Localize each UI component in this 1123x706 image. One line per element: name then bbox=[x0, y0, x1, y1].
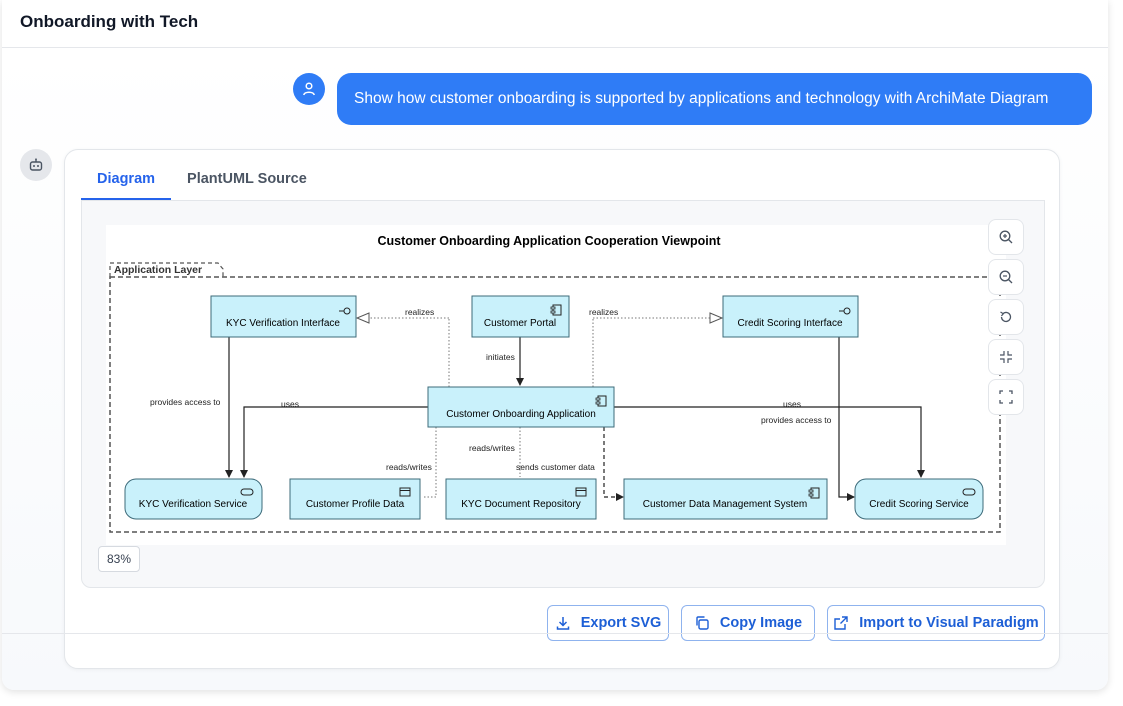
svg-text:KYC Document Repository: KYC Document Repository bbox=[461, 499, 581, 510]
label-provides-left: provides access to bbox=[150, 397, 221, 407]
footer-divider bbox=[2, 633, 1108, 634]
label-provides-right: provides access to bbox=[761, 415, 832, 425]
label-uses-left: uses bbox=[281, 399, 299, 409]
element-kyc-document-repository[interactable]: KYC Document Repository bbox=[445, 478, 597, 520]
fullscreen-button[interactable] bbox=[988, 379, 1024, 415]
label-uses-right: uses bbox=[783, 399, 801, 409]
zoom-out-icon bbox=[999, 270, 1013, 284]
diagram-panel: Customer Onboarding Application Cooperat… bbox=[81, 200, 1045, 588]
conversation-title: Onboarding with Tech bbox=[2, 0, 1108, 48]
svg-text:KYC Verification Interface: KYC Verification Interface bbox=[226, 318, 340, 329]
relation-uses-left bbox=[240, 406, 428, 478]
zoom-level-badge: 83% bbox=[98, 546, 140, 572]
svg-text:KYC Verification Service: KYC Verification Service bbox=[139, 499, 248, 510]
zoom-out-button[interactable] bbox=[988, 259, 1024, 295]
copy-image-button[interactable]: Copy Image bbox=[681, 605, 815, 641]
tab-plantuml-source[interactable]: PlantUML Source bbox=[187, 171, 307, 187]
svg-text:Credit Scoring Interface: Credit Scoring Interface bbox=[737, 318, 842, 329]
svg-text:Credit Scoring Service: Credit Scoring Service bbox=[869, 499, 969, 510]
svg-text:Customer Data Management Syste: Customer Data Management System bbox=[643, 499, 808, 510]
reset-icon bbox=[1000, 311, 1012, 323]
import-visual-paradigm-label: Import to Visual Paradigm bbox=[859, 615, 1039, 631]
relation-provides-right bbox=[838, 337, 855, 501]
svg-text:Customer Portal: Customer Portal bbox=[484, 318, 556, 329]
tab-diagram[interactable]: Diagram bbox=[81, 164, 172, 200]
label-reads-writes-2: reads/writes bbox=[469, 443, 515, 453]
reset-view-button[interactable] bbox=[988, 299, 1024, 335]
element-credit-scoring-service[interactable]: Credit Scoring Service bbox=[854, 478, 984, 520]
diagram-title: Customer Onboarding Application Cooperat… bbox=[377, 234, 721, 248]
label-initiates: initiates bbox=[486, 352, 515, 362]
application-layer-tab bbox=[109, 262, 224, 277]
element-customer-data-management-system[interactable]: Customer Data Management System bbox=[623, 478, 828, 520]
chat-area: Show how customer onboarding is supporte… bbox=[2, 48, 1108, 690]
label-sends-data: sends customer data bbox=[516, 462, 595, 472]
svg-text:Customer Profile Data: Customer Profile Data bbox=[306, 499, 405, 510]
archimate-diagram: Customer Onboarding Application Cooperat… bbox=[109, 234, 1001, 533]
copy-image-label: Copy Image bbox=[719, 615, 803, 631]
svg-text:Customer Onboarding Applicatio: Customer Onboarding Application bbox=[446, 409, 596, 420]
zoom-in-button[interactable] bbox=[988, 219, 1024, 255]
export-svg-label: Export SVG bbox=[580, 615, 662, 631]
label-realizes-right: realizes bbox=[589, 307, 618, 317]
assistant-response-card: Diagram PlantUML Source bbox=[64, 149, 1060, 669]
export-svg-button[interactable]: Export SVG bbox=[547, 605, 669, 641]
label-realizes-left: realizes bbox=[405, 307, 434, 317]
user-message: Show how customer onboarding is supporte… bbox=[337, 73, 1092, 125]
element-customer-profile-data[interactable]: Customer Profile Data bbox=[289, 478, 421, 520]
label-reads-writes-1: reads/writes bbox=[386, 462, 432, 472]
download-icon bbox=[556, 617, 569, 630]
diagram-canvas[interactable]: Customer Onboarding Application Cooperat… bbox=[106, 225, 1006, 545]
external-link-icon bbox=[834, 616, 848, 630]
relation-sends-data bbox=[603, 427, 624, 501]
bot-avatar-icon bbox=[20, 149, 52, 181]
user-avatar-icon bbox=[293, 73, 325, 105]
element-customer-onboarding-application[interactable]: Customer Onboarding Application bbox=[427, 386, 615, 428]
zoom-controls bbox=[988, 219, 1026, 415]
import-visual-paradigm-button[interactable]: Import to Visual Paradigm bbox=[827, 605, 1045, 641]
element-kyc-verification-service[interactable]: KYC Verification Service bbox=[124, 478, 263, 520]
element-customer-portal[interactable]: Customer Portal bbox=[471, 295, 570, 338]
copy-icon bbox=[696, 616, 709, 630]
view-tabs: Diagram PlantUML Source bbox=[81, 164, 323, 200]
fullscreen-icon bbox=[999, 390, 1013, 404]
application-layer-label: Application Layer bbox=[114, 264, 202, 276]
relation-uses-right bbox=[614, 406, 925, 478]
element-kyc-verification-interface[interactable]: KYC Verification Interface bbox=[210, 295, 357, 338]
fit-view-button[interactable] bbox=[988, 339, 1024, 375]
relation-reads-writes-1 bbox=[422, 427, 437, 498]
zoom-in-icon bbox=[999, 230, 1013, 244]
element-credit-scoring-interface[interactable]: Credit Scoring Interface bbox=[722, 295, 859, 338]
fit-icon bbox=[1000, 351, 1012, 363]
app-window: Onboarding with Tech Show how customer o… bbox=[2, 0, 1108, 690]
